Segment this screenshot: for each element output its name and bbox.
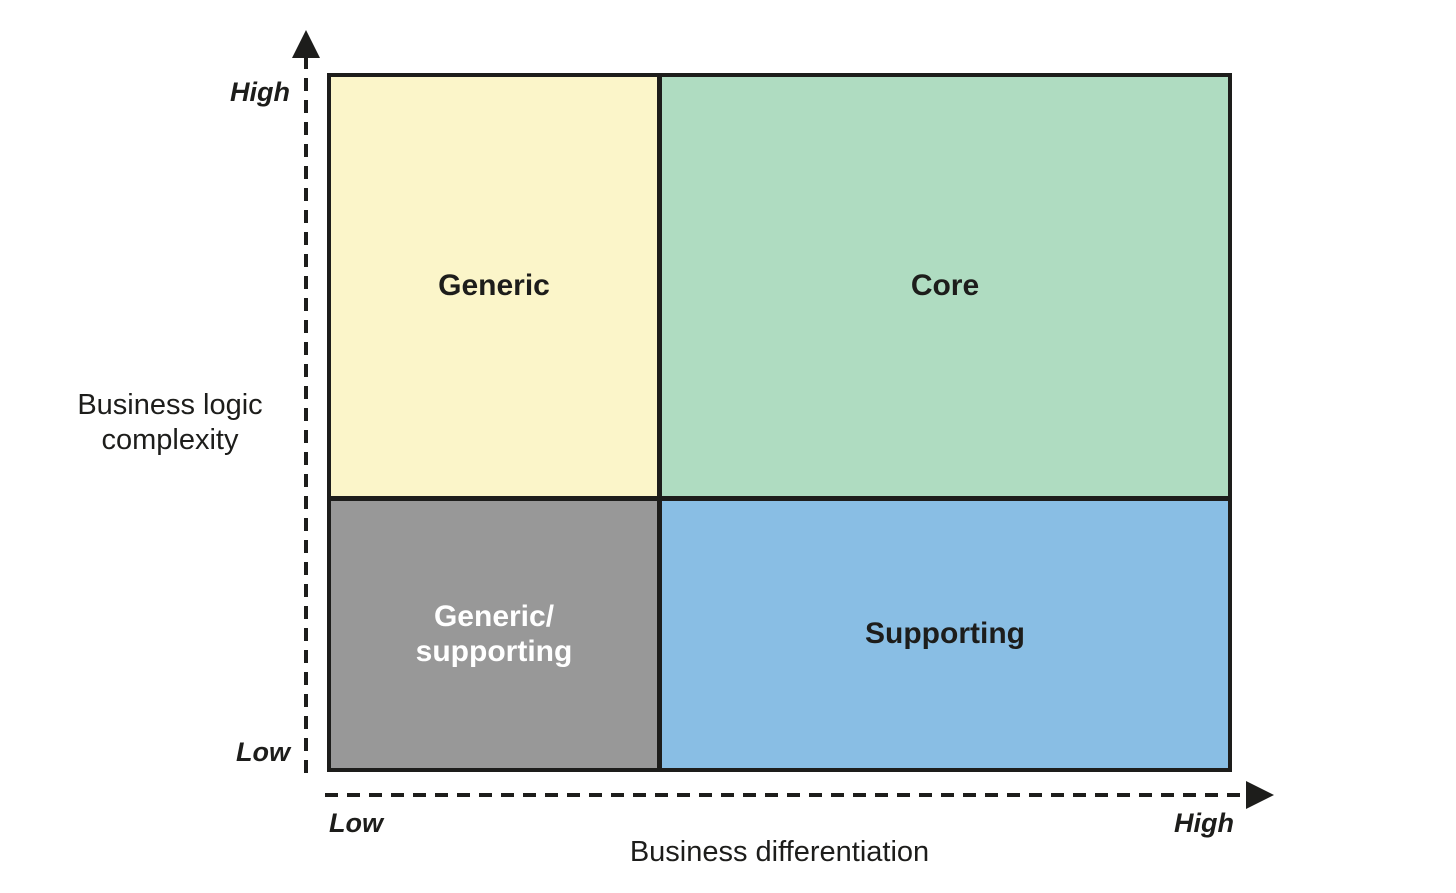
x-axis-arrow-icon — [1246, 781, 1274, 809]
y-axis-arrow-icon — [292, 30, 320, 58]
y-axis-high-label: High — [230, 77, 290, 107]
quadrant-supporting: Supporting — [662, 501, 1228, 768]
y-axis-title-line2: complexity — [101, 424, 239, 457]
quadrant-core: Core — [662, 77, 1228, 501]
quadrant-generic-supporting-label-line1: Generic/ — [433, 600, 555, 633]
quadrant-supporting-label: Supporting — [865, 617, 1025, 651]
y-axis-title-line1: Business logic — [77, 389, 263, 421]
y-axis-title: Business logic complexity — [40, 388, 300, 459]
quadrant-generic-supporting: Generic/ supporting — [331, 501, 662, 768]
x-axis-high-label: High — [1174, 808, 1234, 838]
quadrant-generic: Generic — [331, 77, 662, 501]
x-axis-low-label: Low — [329, 808, 383, 838]
quadrant-generic-label: Generic — [438, 269, 550, 303]
x-axis-title: Business differentiation — [629, 836, 930, 868]
quadrant-grid: Generic Core Generic/ supporting Support… — [327, 73, 1232, 772]
quadrant-core-label: Core — [910, 269, 980, 303]
y-axis-low-label: Low — [236, 737, 290, 767]
quadrant-generic-supporting-label-line2: supporting — [415, 634, 573, 668]
